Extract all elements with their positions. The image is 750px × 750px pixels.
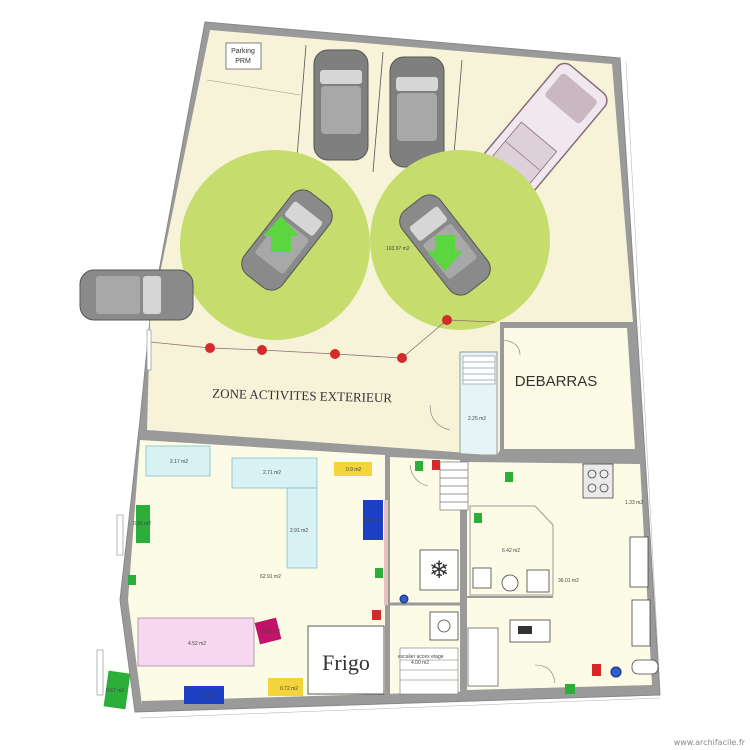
cabinet-blue-1 xyxy=(363,500,383,540)
exit-signs xyxy=(128,461,575,694)
wall-top-indoor xyxy=(139,434,501,461)
circle-area: 103.97 m2 xyxy=(386,246,410,252)
bench-green-2 xyxy=(103,670,131,710)
door-swings xyxy=(409,339,556,684)
shower-tray xyxy=(526,569,550,593)
desk-item xyxy=(518,626,532,634)
table-yellow-1-area: 0.9 m2 xyxy=(346,467,362,473)
cabinet-blue-2-area: 0.91 m2 xyxy=(197,693,215,699)
stairs-upper xyxy=(439,461,469,511)
stairs-lower xyxy=(399,647,459,695)
toilet-bowl xyxy=(501,574,519,592)
parking-prm-line2: PRM xyxy=(235,58,251,65)
sas-area: 2.25 m2 xyxy=(468,416,486,422)
table-yellow-2-area: 0.72 m2 xyxy=(280,686,298,692)
snowflake-icon: ❄ xyxy=(429,556,449,584)
watermark: www.archifacile.fr xyxy=(674,738,746,747)
table-3-area: 2.91 m2 xyxy=(290,528,308,534)
car-parked-2 xyxy=(389,56,445,168)
wc-area: 6.42 m2 xyxy=(502,548,520,554)
parking-prm-box xyxy=(225,42,262,70)
car-turning-left xyxy=(241,189,333,291)
windows-left xyxy=(96,329,152,696)
counter-right-1 xyxy=(629,536,649,588)
escalier-area: 4.00 m2 xyxy=(411,660,429,666)
table-pink-area: 4.52 m2 xyxy=(188,641,206,647)
debarras-label: DEBARRAS xyxy=(515,373,598,390)
car-turning-right xyxy=(399,194,491,296)
table-2-area: 2.71 m2 xyxy=(263,470,281,476)
table-yellow-2 xyxy=(268,678,303,696)
kitchen-area: 36.01 m2 xyxy=(558,578,579,584)
cabinet-blue-1-area: 0.03 m2 xyxy=(364,518,382,524)
stove xyxy=(582,463,614,499)
cabinet-blue-2 xyxy=(184,686,224,704)
bench-white xyxy=(467,627,499,687)
fire-alarm-signs xyxy=(372,460,601,676)
stove-burners xyxy=(587,469,609,493)
snowflake-unit xyxy=(419,549,459,591)
table-1-area: 2.17 m2 xyxy=(170,459,188,465)
table-1 xyxy=(145,445,211,477)
bench-green-1 xyxy=(136,505,150,543)
small-wc xyxy=(472,567,492,589)
door-red-strip xyxy=(384,500,388,605)
chair-magenta-area: 0.92 m2 xyxy=(262,629,280,635)
table-3 xyxy=(286,487,318,569)
frigo-label: Frigo xyxy=(322,650,370,675)
main-room-area: 62.91 m2 xyxy=(260,574,281,580)
kitchen-counter-area: 1.33 m2 xyxy=(625,500,643,506)
debarras-room xyxy=(502,326,638,451)
dimension-lines xyxy=(139,23,661,719)
bench-green-2-area: 0.67 m2 xyxy=(106,688,124,694)
parking-prm-line1: Parking xyxy=(231,48,255,55)
dim-line xyxy=(206,79,301,96)
bench-green-1-area: 0.55 m2 xyxy=(133,521,151,527)
stall-line xyxy=(372,51,384,173)
table-2 xyxy=(231,457,318,489)
oval-table xyxy=(631,659,659,675)
extinguisher-blue-1 xyxy=(399,594,409,604)
car-parked-1 xyxy=(313,49,369,161)
stall-line xyxy=(295,44,307,171)
chair-magenta xyxy=(254,617,282,645)
frigo-box xyxy=(307,625,385,695)
sink-unit xyxy=(429,611,459,641)
extinguisher-blue-2 xyxy=(610,666,622,678)
table-yellow-1 xyxy=(334,462,372,476)
table-pink xyxy=(137,617,255,667)
sas-steps xyxy=(462,355,496,385)
counter-right-2 xyxy=(631,599,651,647)
zone-exterieur-label: ZONE ACTIVITES EXTERIEUR xyxy=(212,386,392,406)
barrier-posts xyxy=(205,315,452,363)
escalier-label: escalier acces etage xyxy=(398,654,444,660)
car-outside xyxy=(79,269,194,321)
sink-bowl xyxy=(437,619,451,633)
